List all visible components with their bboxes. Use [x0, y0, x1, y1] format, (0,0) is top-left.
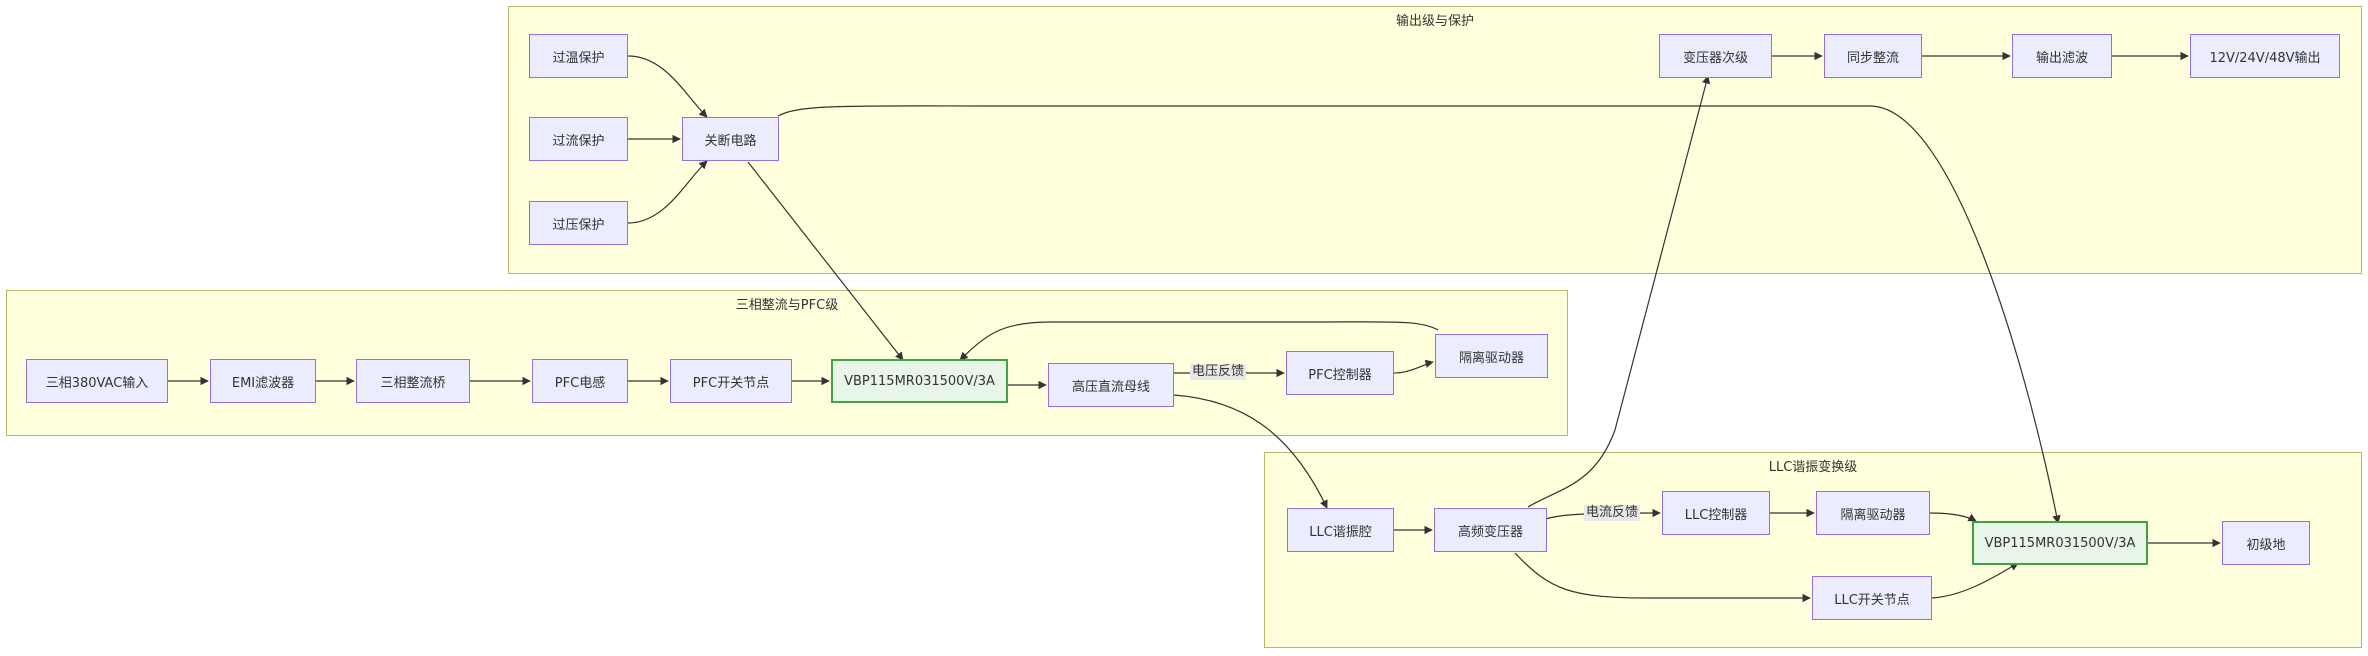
node-over-voltage-protection[interactable]: 过压保护: [529, 201, 628, 245]
edge-driver-to-mosfet-pfc: [959, 321, 1439, 361]
cluster-title: 三相整流与PFC级: [735, 298, 839, 313]
node-transformer-secondary[interactable]: 变压器次级: [1659, 34, 1772, 78]
edge-pfc-controller-to-driver: [1393, 359, 1434, 374]
node-hf-transformer[interactable]: 高频变压器: [1434, 508, 1547, 552]
node-rectifier-bridge[interactable]: 三相整流桥: [356, 359, 470, 403]
edge-hf-transformer-to-secondary: [1527, 75, 1711, 508]
node-over-current-protection[interactable]: 过流保护: [529, 117, 628, 161]
node-output[interactable]: 12V/24V/48V输出: [2190, 34, 2340, 78]
node-emi-filter[interactable]: EMI滤波器: [210, 359, 316, 403]
node-mosfet-pfc[interactable]: VBP115MR031500V/3A: [831, 359, 1008, 403]
node-over-temp-protection[interactable]: 过温保护: [529, 34, 628, 78]
cluster-title: LLC谐振变换级: [1768, 460, 1858, 475]
edge-shutdown-to-mosfet-llc: [777, 105, 2061, 524]
node-isolated-driver-pfc[interactable]: 隔离驱动器: [1435, 334, 1548, 378]
node-llc-controller[interactable]: LLC控制器: [1662, 491, 1770, 535]
node-ac-input[interactable]: 三相380VAC输入: [26, 359, 168, 403]
node-pfc-inductor[interactable]: PFC电感: [532, 359, 628, 403]
node-shutdown-circuit[interactable]: 关断电路: [682, 117, 779, 161]
edge-transformer-to-llc-switch-node: [1514, 552, 1811, 603]
edge-over-temp-to-shutdown: [627, 55, 708, 118]
edge-llc-switch-node-to-mosfet-llc: [1931, 562, 2019, 599]
node-output-filter[interactable]: 输出滤波: [2012, 34, 2112, 78]
cluster-title: 输出级与保护: [1395, 14, 1474, 29]
edge-bus-to-llc-tank: [1173, 394, 1328, 509]
node-sync-rectifier[interactable]: 同步整流: [1824, 34, 1922, 78]
edge-label-voltage-feedback: 电压反馈: [1190, 364, 1247, 380]
edge-over-voltage-to-shutdown: [627, 160, 708, 224]
edge-llc-driver-to-mosfet-llc: [1929, 512, 1977, 522]
node-llc-resonant-tank[interactable]: LLC谐振腔: [1287, 508, 1394, 552]
node-mosfet-llc[interactable]: VBP115MR031500V/3A: [1972, 521, 2148, 565]
node-llc-switch-node[interactable]: LLC开关节点: [1812, 576, 1932, 620]
edge-label-current-feedback: 电流反馈: [1584, 505, 1641, 521]
edge-shutdown-to-mosfet-pfc: [747, 161, 904, 361]
node-pfc-controller[interactable]: PFC控制器: [1286, 351, 1394, 395]
node-primary-ground[interactable]: 初级地: [2222, 521, 2310, 565]
node-isolated-driver-llc[interactable]: 隔离驱动器: [1816, 491, 1930, 535]
node-pfc-switch-node[interactable]: PFC开关节点: [670, 359, 792, 403]
node-hv-dc-bus[interactable]: 高压直流母线: [1048, 363, 1174, 407]
